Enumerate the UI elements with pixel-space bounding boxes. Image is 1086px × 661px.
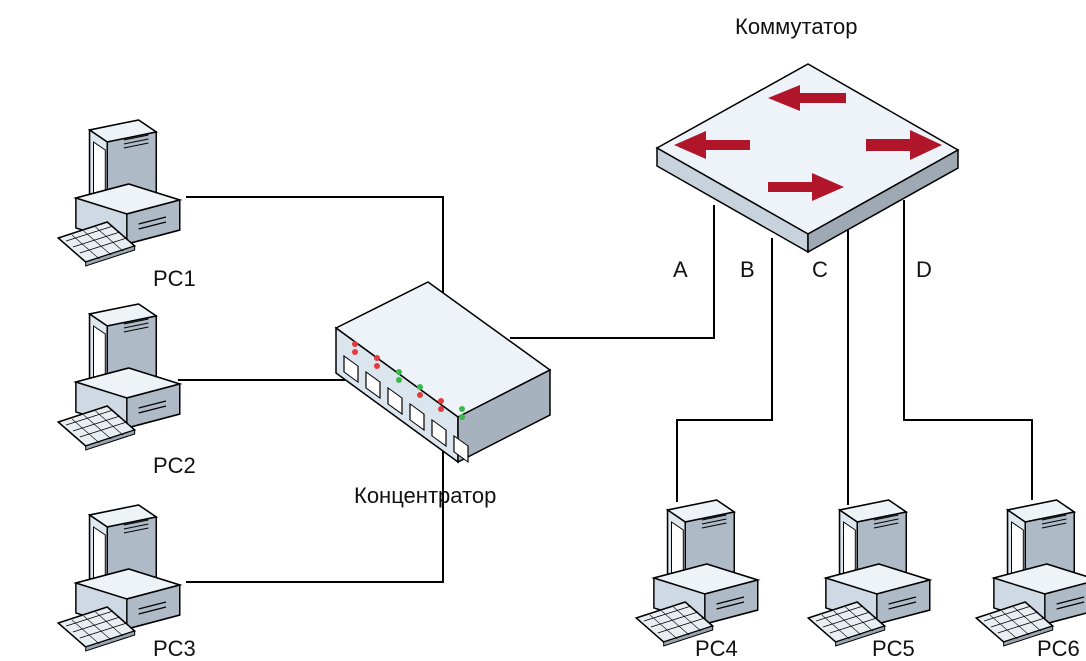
- pc-icon: [57, 303, 181, 451]
- port-a-label: A: [673, 257, 688, 282]
- pc6-label: PC6: [1037, 636, 1080, 661]
- pc5-label: PC5: [872, 636, 915, 661]
- pc2-label: PC2: [153, 453, 196, 478]
- pc1-label: PC1: [153, 266, 196, 291]
- connections: [178, 196, 1033, 583]
- switch-device: [655, 63, 960, 254]
- pc-icon: [635, 499, 759, 647]
- link-pc4-switch-b: [676, 238, 773, 502]
- link-pc1-hub: [186, 196, 444, 300]
- link-hub-switch-a: [510, 205, 715, 339]
- arrow-right-icon: [866, 130, 942, 160]
- arrow-left-icon: [768, 85, 846, 111]
- switch-arrows: [674, 85, 942, 201]
- link-pc6-switch-d: [903, 200, 1033, 500]
- pc-icon: [975, 499, 1086, 647]
- hub-label: Концентратор: [354, 483, 497, 508]
- port-d-label: D: [916, 257, 932, 282]
- pc-icon: [807, 499, 931, 647]
- arrow-right-icon: [768, 173, 844, 201]
- pc-icon: [57, 504, 181, 652]
- switch-label: Коммутатор: [735, 14, 858, 39]
- hub-device: [334, 281, 552, 464]
- port-b-label: B: [740, 257, 755, 282]
- hub-ports: [343, 354, 469, 464]
- hub-leds: [352, 341, 465, 420]
- pc3-label: PC3: [153, 636, 196, 661]
- port-c-label: C: [812, 257, 828, 282]
- link-pc3-hub: [186, 440, 444, 583]
- pc-icon: [57, 119, 181, 267]
- arrow-left-icon: [674, 131, 750, 159]
- pc4-label: PC4: [695, 636, 738, 661]
